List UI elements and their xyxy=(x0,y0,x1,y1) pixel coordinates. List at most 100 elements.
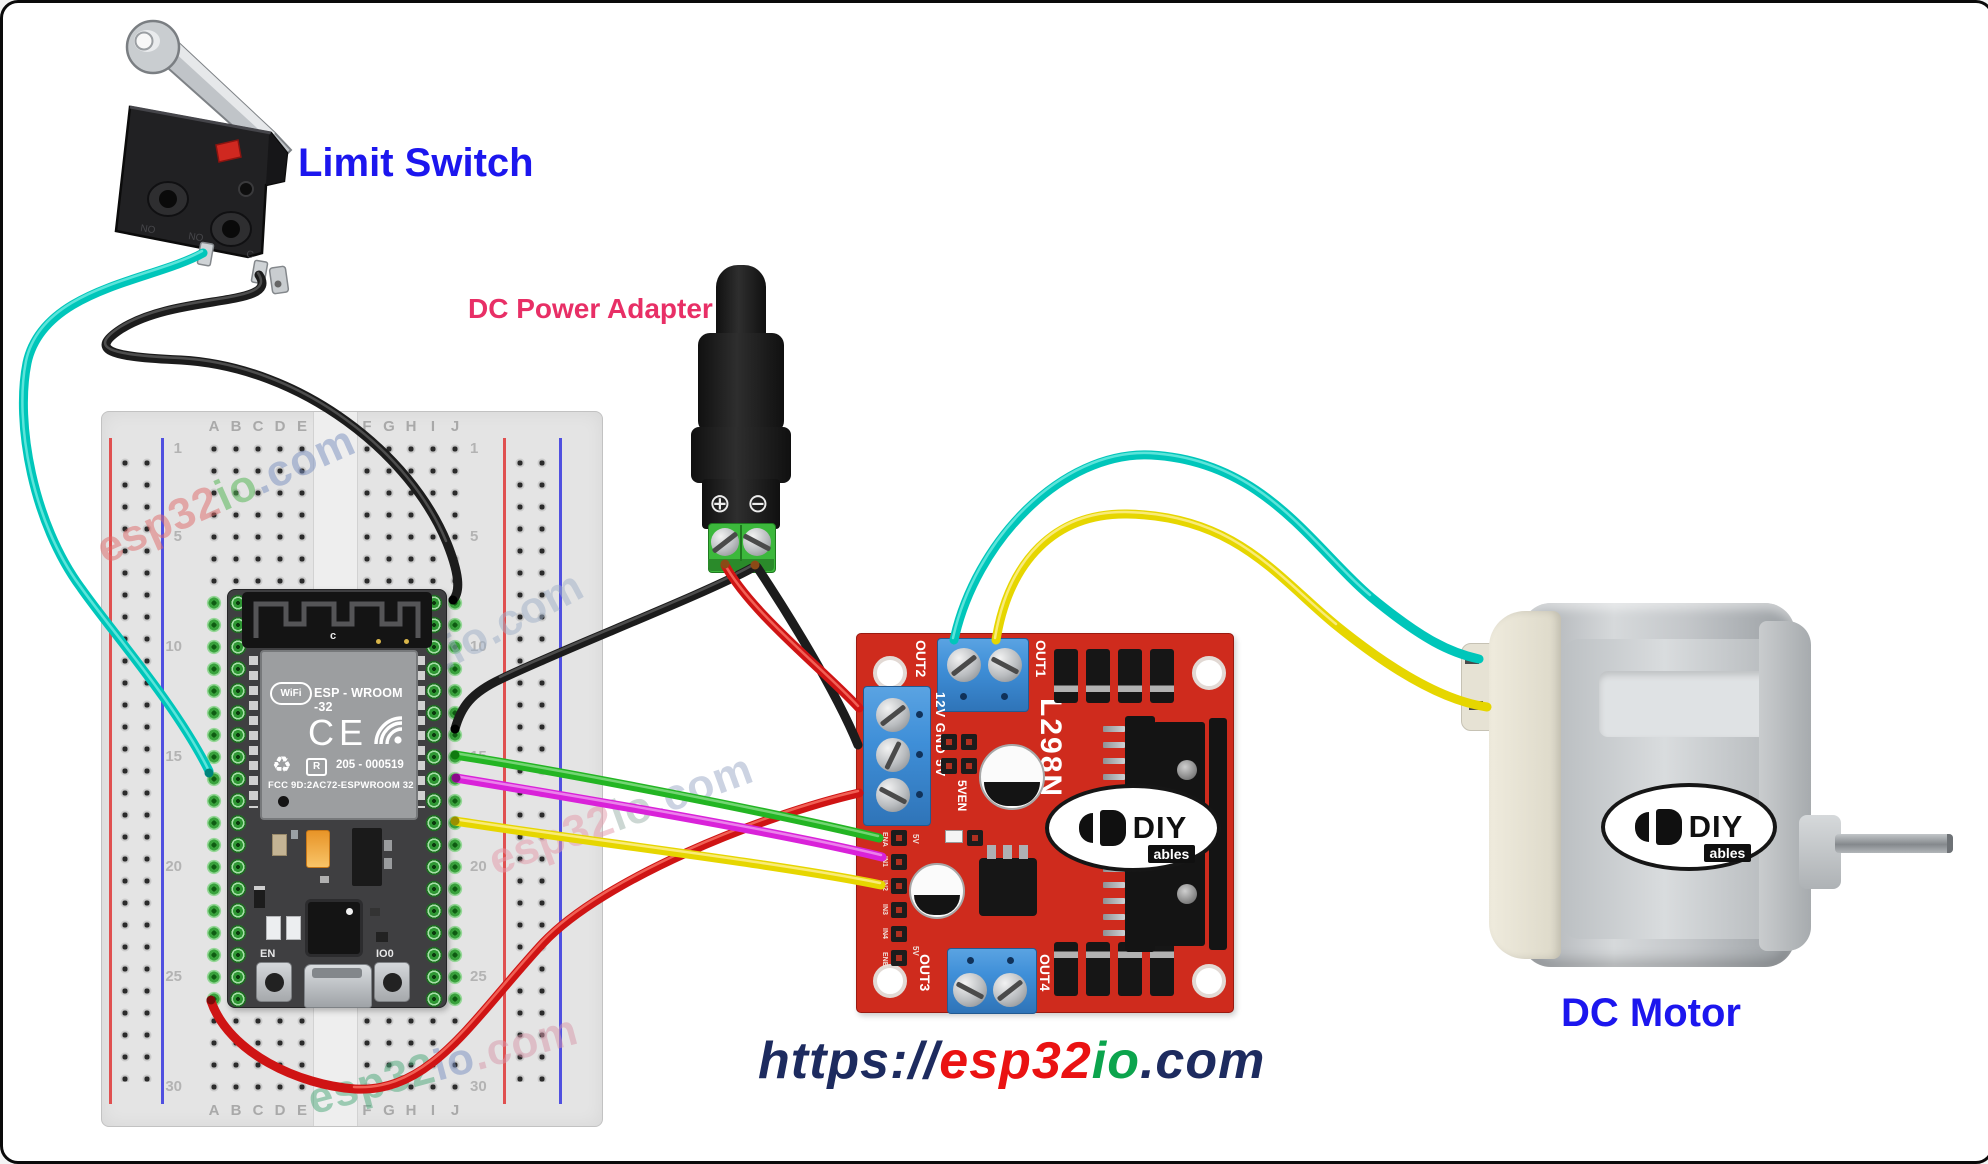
diode xyxy=(1086,942,1110,996)
out3-label: OUT3 xyxy=(917,954,933,992)
esp32-left-pin-header xyxy=(228,592,248,1010)
column-letter: J xyxy=(450,418,460,435)
header-pin xyxy=(891,830,907,846)
terminal-lug xyxy=(250,259,269,285)
row-number: 10 xyxy=(165,638,182,655)
l298n-motor-driver-board: OUT2 OUT1 12V GND 5V 5VEN L298N xyxy=(856,633,1234,1014)
component xyxy=(320,876,329,883)
url-io: io xyxy=(1091,1032,1140,1090)
column-letter: F xyxy=(362,1102,372,1119)
url-esp32: esp32 xyxy=(939,1032,1092,1090)
diode xyxy=(1150,649,1174,703)
terminal-screw xyxy=(711,528,739,556)
button-cap xyxy=(264,972,284,992)
fiducial-dot xyxy=(376,639,381,644)
diode xyxy=(1054,942,1078,996)
antenna-label: c xyxy=(330,630,337,642)
column-letter: G xyxy=(383,418,395,435)
chip-pin xyxy=(1103,930,1125,936)
row-number: 25 xyxy=(165,968,182,985)
terminal-screw xyxy=(988,648,1022,682)
esp32-antenna: c xyxy=(242,592,432,648)
recycle-icon: ♻ xyxy=(272,752,292,777)
lug-hole xyxy=(274,280,282,288)
header-pin xyxy=(891,878,907,894)
terminal-screw xyxy=(876,698,910,732)
chip-pin1-dot xyxy=(346,908,353,915)
wire-highlight xyxy=(993,510,1338,640)
terminal-pin xyxy=(1001,693,1008,700)
header-pin xyxy=(891,926,907,942)
fiducial-dot xyxy=(404,639,409,644)
logo-glyph xyxy=(1655,809,1682,845)
logo-ables-text: ables xyxy=(1703,844,1752,862)
adapter-plug-tip xyxy=(716,265,766,341)
r-certification-mark: R xyxy=(306,758,328,776)
component xyxy=(286,916,301,940)
module-dot xyxy=(278,796,289,807)
chip-tab xyxy=(384,840,392,851)
diode xyxy=(1086,649,1110,703)
fcc-id-text: FCC 9D:2AC72-ESPWROOM 32 xyxy=(268,780,414,791)
module-pads-right xyxy=(416,656,425,808)
column-letter: D xyxy=(274,1102,286,1119)
column-letter: I xyxy=(430,418,436,435)
terminal-lug xyxy=(268,265,290,295)
column-letter: B xyxy=(230,1102,242,1119)
diode xyxy=(1118,649,1142,703)
module-name: ESP - WROOM -32 xyxy=(314,686,403,714)
column-letter: D xyxy=(274,418,286,435)
site-url: https://esp32io.com xyxy=(758,1031,1265,1091)
row-number: 1 xyxy=(470,440,479,457)
watermark-part: .com xyxy=(642,744,760,827)
terminal-screw xyxy=(947,648,981,682)
out4-label: OUT4 xyxy=(1037,954,1053,992)
wifi-arcs-icon xyxy=(374,716,403,745)
motor-end-cap-right xyxy=(1759,621,1811,951)
motor-terminal-tab xyxy=(1469,701,1483,710)
wire-adapter-gnd-l298n xyxy=(752,562,863,750)
column-letter: H xyxy=(405,1102,417,1119)
chip-pin xyxy=(1103,726,1125,732)
module-pads-left xyxy=(249,656,258,808)
row-number: 15 xyxy=(470,748,487,765)
adapter-base xyxy=(702,479,780,529)
terminal-pin xyxy=(916,791,923,798)
boot-button xyxy=(374,962,410,1002)
chip-pin xyxy=(1103,914,1125,920)
terminal-pin xyxy=(960,693,967,700)
right-rail-holes xyxy=(509,452,553,1082)
usb-port-opening xyxy=(312,968,362,978)
terminal-hole xyxy=(159,190,177,208)
column-letter: F xyxy=(362,418,372,435)
terminal-screw xyxy=(743,528,771,556)
connected-holes-column-a xyxy=(203,592,225,1011)
capacitor xyxy=(306,830,330,868)
chip-pin xyxy=(1103,774,1125,780)
jumper-label: 5VEN xyxy=(955,780,969,812)
logo-glyph xyxy=(1099,810,1126,846)
aux-pin-label: 5V xyxy=(911,834,920,844)
terminal-pin xyxy=(916,751,923,758)
logo-glyph xyxy=(1078,813,1093,843)
en-button-label: EN xyxy=(260,948,276,960)
no-marking: NO xyxy=(140,223,157,236)
chip-tab xyxy=(384,858,392,869)
terminal-pin xyxy=(916,711,923,718)
chip-pin xyxy=(1103,758,1125,764)
header-pin xyxy=(891,950,907,966)
terminal-screw xyxy=(993,973,1027,1007)
logo-ables-text: ables xyxy=(1147,845,1196,863)
jumper-pad xyxy=(941,758,957,774)
terminal-divider xyxy=(740,525,742,561)
chip-pin xyxy=(1103,882,1125,888)
limit-switch: NO NO C xyxy=(114,19,293,295)
row-number: 1 xyxy=(173,440,182,457)
power-pins-label: 12V GND 5V xyxy=(933,692,948,777)
mounting-hole xyxy=(1192,964,1226,998)
row-number: 25 xyxy=(470,968,487,985)
electrolytic-capacitor xyxy=(909,863,965,919)
logo-glyph xyxy=(1634,812,1649,842)
terminal-screw xyxy=(876,778,910,812)
